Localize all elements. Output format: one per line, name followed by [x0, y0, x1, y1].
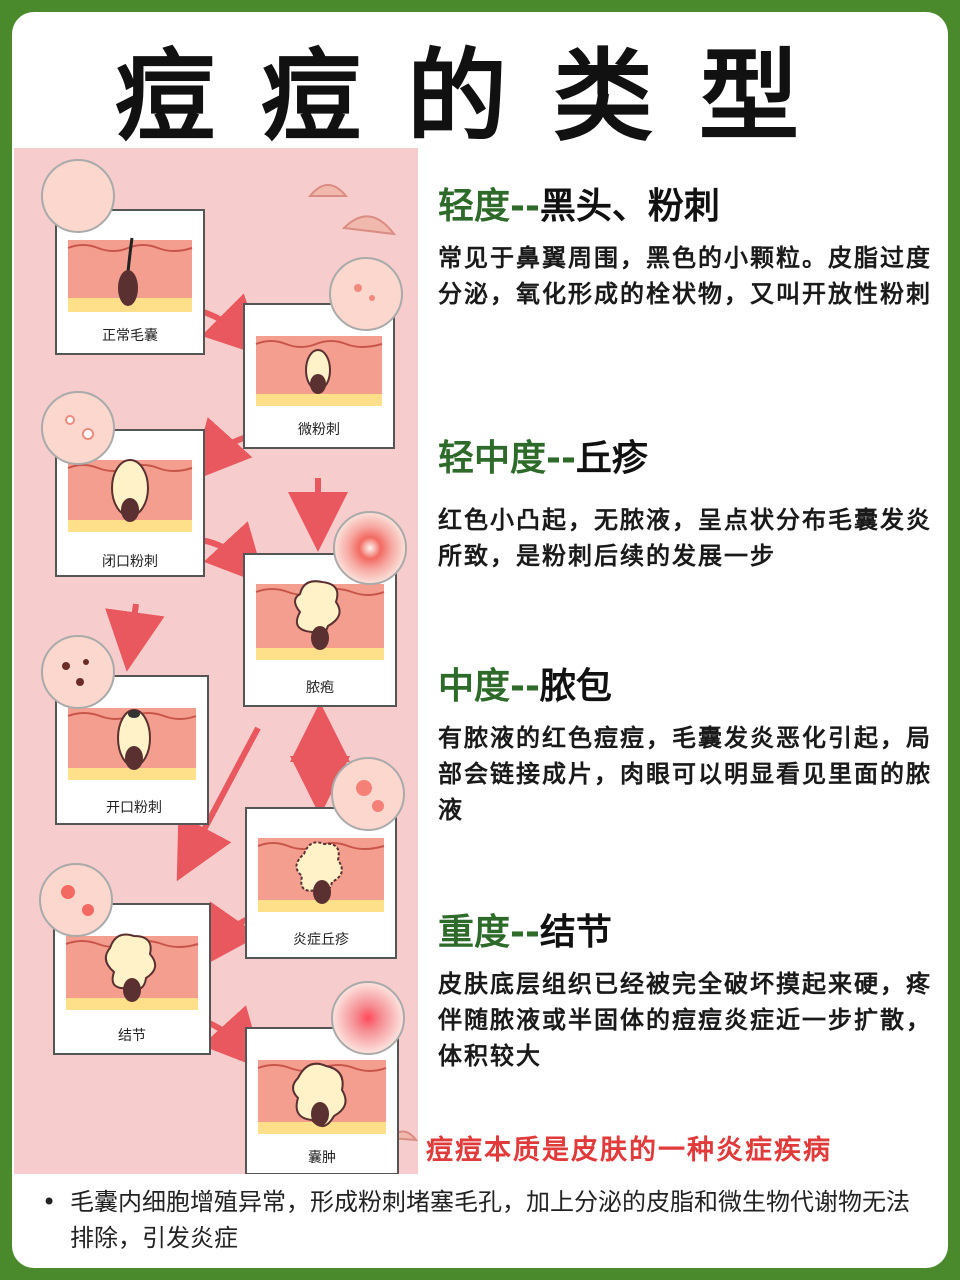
- tile-nodule: 结节: [53, 903, 211, 1055]
- bullet-dot-icon: •: [42, 1188, 57, 1216]
- skin-closeup: [41, 159, 115, 233]
- arrow: [189, 417, 253, 482]
- skin-closeup: [331, 981, 405, 1055]
- acne-progression-diagram: 正常毛囊 微粉刺: [39, 159, 418, 1174]
- section-moderate: 中度--脓包 有脓液的红色痘痘，毛囊发炎恶化引起，局部会链接成片，肉眼可以明显看…: [438, 664, 943, 828]
- shell-decoration: [307, 184, 349, 197]
- section-description: 皮肤底层组织已经被完全破坏摸起来硬，疼伴随脓液或半固体的痘痘炎症近一步扩散，体积…: [438, 970, 932, 1070]
- tile-label: 开口粉刺: [106, 800, 162, 816]
- section-name: 丘疹: [575, 438, 648, 479]
- section-mild-moderate: 轻中度--丘疹 红色小凸起，无脓液，呈点状分布毛囊发炎所致，是粉刺后续的发展一步: [438, 436, 943, 574]
- arrow: [176, 726, 261, 882]
- section-name: 脓包: [539, 666, 612, 707]
- tile-inflamed-papule: 炎症丘疹: [245, 807, 397, 959]
- section-level: 轻度--: [438, 186, 540, 227]
- skin-closeup: [333, 511, 407, 585]
- skin-closeup: [41, 391, 115, 465]
- bullet-note: • 毛囊内细胞增殖异常，形成粉刺堵塞毛孔，加上分泌的皮脂和微生物代谢物无法排除，…: [42, 1184, 932, 1256]
- section-severe: 重度--结节 皮肤底层组织已经被完全破坏摸起来硬，疼伴随脓液或半固体的痘痘炎症近…: [438, 910, 943, 1074]
- illustration-panel: 正常毛囊 微粉刺: [14, 148, 418, 1174]
- essence-statement: 痘痘本质是皮肤的一种炎症疾病: [426, 1135, 832, 1166]
- tile-label: 微粉刺: [298, 422, 340, 438]
- section-heading: 重度--结节: [438, 910, 943, 956]
- tile-normal-follicle: 正常毛囊: [55, 209, 205, 355]
- skin-closeup: [329, 257, 403, 331]
- arrow: [199, 521, 267, 586]
- section-description: 常见于鼻翼周围，黑色的小颗粒。皮脂过度分泌，氧化形成的栓状物，又叫开放性粉刺: [438, 244, 932, 308]
- section-description: 红色小凸起，无脓液，呈点状分布毛囊发炎所致，是粉刺后续的发展一步: [438, 506, 932, 570]
- tile-open-comedone: 开口粉刺: [55, 675, 209, 825]
- arrow: [200, 901, 260, 968]
- section-heading: 中度--脓包: [438, 664, 943, 710]
- section-mild: 轻度--黑头、粉刺 常见于鼻翼周围，黑色的小颗粒。皮脂过度分泌，氧化形成的栓状物…: [438, 184, 943, 312]
- skin-closeup: [39, 863, 113, 937]
- tile-label: 结节: [118, 1028, 146, 1044]
- tile-microcomedone: 微粉刺: [243, 303, 395, 449]
- tile-label: 炎症丘疹: [293, 932, 349, 948]
- page-title: 痘痘的类型: [115, 38, 845, 155]
- section-level: 重度--: [438, 912, 540, 953]
- section-name: 结节: [539, 912, 612, 953]
- arrow: [105, 603, 165, 672]
- tile-cyst: 囊肿: [245, 1027, 399, 1174]
- section-description: 有脓液的红色痘痘，毛囊发炎恶化引起，局部会链接成片，肉眼可以明显看见里面的脓液: [438, 724, 932, 824]
- section-heading: 轻度--黑头、粉刺: [438, 184, 943, 230]
- tile-label: 闭口粉刺: [102, 554, 158, 570]
- section-heading: 轻中度--丘疹: [438, 436, 943, 482]
- shell-decoration: [341, 215, 397, 236]
- tile-label: 正常毛囊: [102, 327, 158, 344]
- section-level: 轻中度--: [438, 438, 576, 479]
- skin-closeup: [41, 635, 115, 709]
- poster-card: 痘痘的类型: [12, 12, 948, 1268]
- section-level: 中度--: [438, 666, 540, 707]
- section-name: 黑头、粉刺: [539, 186, 720, 227]
- tile-label: 脓疱: [306, 679, 334, 696]
- bullet-text: 毛囊内细胞增殖异常，形成粉刺堵塞毛孔，加上分泌的皮脂和微生物代谢物无法排除，引发…: [70, 1188, 910, 1252]
- tile-label: 囊肿: [308, 1149, 336, 1166]
